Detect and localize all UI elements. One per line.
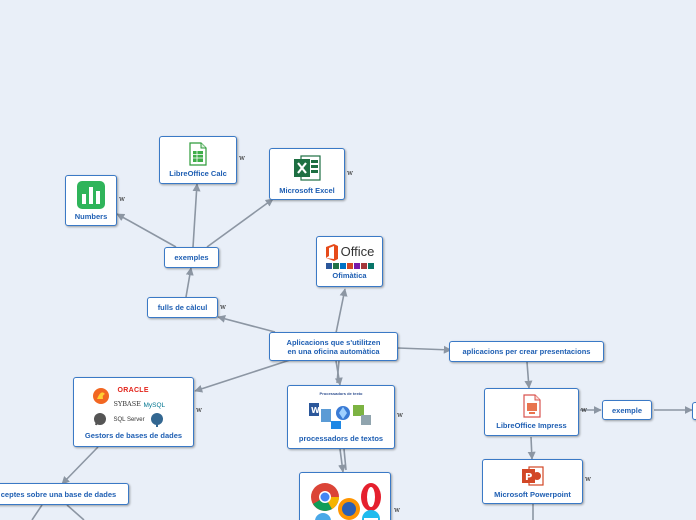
node-label: Numbers [74,211,108,221]
node-central-topic[interactable]: Aplicacions que s'utilitzen en una ofici… [269,332,398,361]
edge-impress-powerpoint [527,436,536,460]
sqlserver-logo: SQL Server [113,416,145,423]
outlook-tile-icon [339,262,346,269]
microsoft-excel-icon [294,155,321,181]
word-processor-icons: W [309,403,371,429]
node-label: LibreOffice Calc [169,169,227,178]
internet-explorer-icon [362,510,380,520]
edge-presentacions-impress [524,361,533,389]
office-app-tiles [325,262,374,269]
node-numbers[interactable]: Numbers [65,175,117,226]
opera-icon [361,483,381,511]
processadors-image-title: Processadors de texto [319,391,363,396]
edge-center-gestors [194,359,291,393]
node-libreoffice-impress[interactable]: LibreOffice Impress [484,388,579,436]
edge-center-presentacions [397,345,452,354]
w-marker: w [220,303,226,311]
node-label: Microsoft Powerpoint [494,489,571,499]
excel-tile-icon [332,262,339,269]
node-label: Ofimàtica [332,270,367,280]
node-label: Gestors de bases de dades [84,430,183,440]
processadors-image: Processadors de texto W [305,391,377,431]
node-microsoft-powerpoint[interactable]: P Microsoft Powerpoint [482,459,583,504]
w-marker: w [581,406,587,414]
node-fulls-de-calcul[interactable]: fulls de càlcul [147,297,218,318]
node-label: LibreOffice Impress [496,421,567,430]
node-label: processadors de textos [298,434,384,443]
oracle-logo: ORACLE [117,386,149,394]
firebird-icon [92,387,109,404]
node-label: exemple [611,405,643,415]
edge-exemples-excel [206,198,274,248]
w-marker: w [196,406,202,414]
web-browser-icons [311,483,381,520]
office-logo-text: Office [340,244,375,259]
node-label: Aplicacions que s'utilitzen en una ofici… [286,337,381,356]
edge-fulls-exemples [185,267,194,298]
node-ofimatica[interactable]: Office Ofimàtica [316,236,383,287]
node-offscreen-right[interactable] [692,402,696,420]
edge-center-processadors-b [336,360,340,384]
node-label: fulls de càlcul [157,303,208,312]
node-libreoffice-calc[interactable]: LibreOffice Calc [159,136,237,184]
node-processadors-textos[interactable]: Processadors de texto W processadors de … [287,385,395,449]
svg-text:P: P [525,472,532,483]
node-gestors-bases-dades[interactable]: ORACLE SYBASE MySQL SQL Server Gestors d… [73,377,194,447]
svg-text:W: W [311,406,320,415]
w-marker: w [394,506,400,514]
firefox-icon [338,498,360,520]
edge-processadors-browsers-b [343,448,347,471]
libreoffice-calc-icon [189,142,207,166]
node-label: exemples [174,253,209,262]
office-logo: Office [325,243,375,261]
edge-center-office [335,288,348,334]
node-exemple[interactable]: exemple [602,400,652,420]
node-microsoft-excel[interactable]: Microsoft Excel [269,148,345,200]
numbers-app-icon [77,180,105,209]
postgresql-elephant-icon [93,412,106,425]
access-tile-icon [360,262,367,269]
postgresql-icon [150,412,163,427]
powerpoint-tile-icon [346,262,353,269]
edge-conceptes-down-1 [31,504,43,520]
node-label: aplicacions per crear presentacions [462,347,591,356]
word-tile-icon [325,262,332,269]
w-marker: w [119,195,125,203]
publisher-tile-icon [367,262,374,269]
node-web-browsers[interactable] [299,472,391,520]
node-exemples[interactable]: exemples [164,247,219,268]
safari-icon [315,513,331,520]
libreoffice-impress-icon [522,394,541,418]
w-marker: w [347,169,353,177]
edge-center-fulls [217,314,276,333]
node-conceptes-base-dades[interactable]: ceptes sobre una base de dades [0,483,129,505]
edge-gestors-conceptes [61,446,99,485]
node-label: Microsoft Excel [279,186,335,195]
w-marker: w [397,411,403,419]
chrome-icon [311,483,339,511]
database-logos: ORACLE SYBASE MySQL SQL Server [92,385,176,429]
office-logo-icon [325,243,338,261]
node-aplicacions-presentacions[interactable]: aplicacions per crear presentacions [449,341,604,362]
mysql-logo: MySQL [143,401,166,409]
w-marker: w [585,475,591,483]
sybase-logo: SYBASE [113,399,141,408]
node-label: ceptes sobre una base de dades [0,489,117,499]
edge-processadors-browsers [338,448,347,473]
microsoft-powerpoint-icon: P [521,465,544,486]
onenote-tile-icon [353,262,360,269]
edge-conceptes-down-2 [66,504,85,520]
edge-exemples-calc [192,183,201,248]
edge-exemples-numbers [116,213,177,248]
w-marker: w [239,154,245,162]
